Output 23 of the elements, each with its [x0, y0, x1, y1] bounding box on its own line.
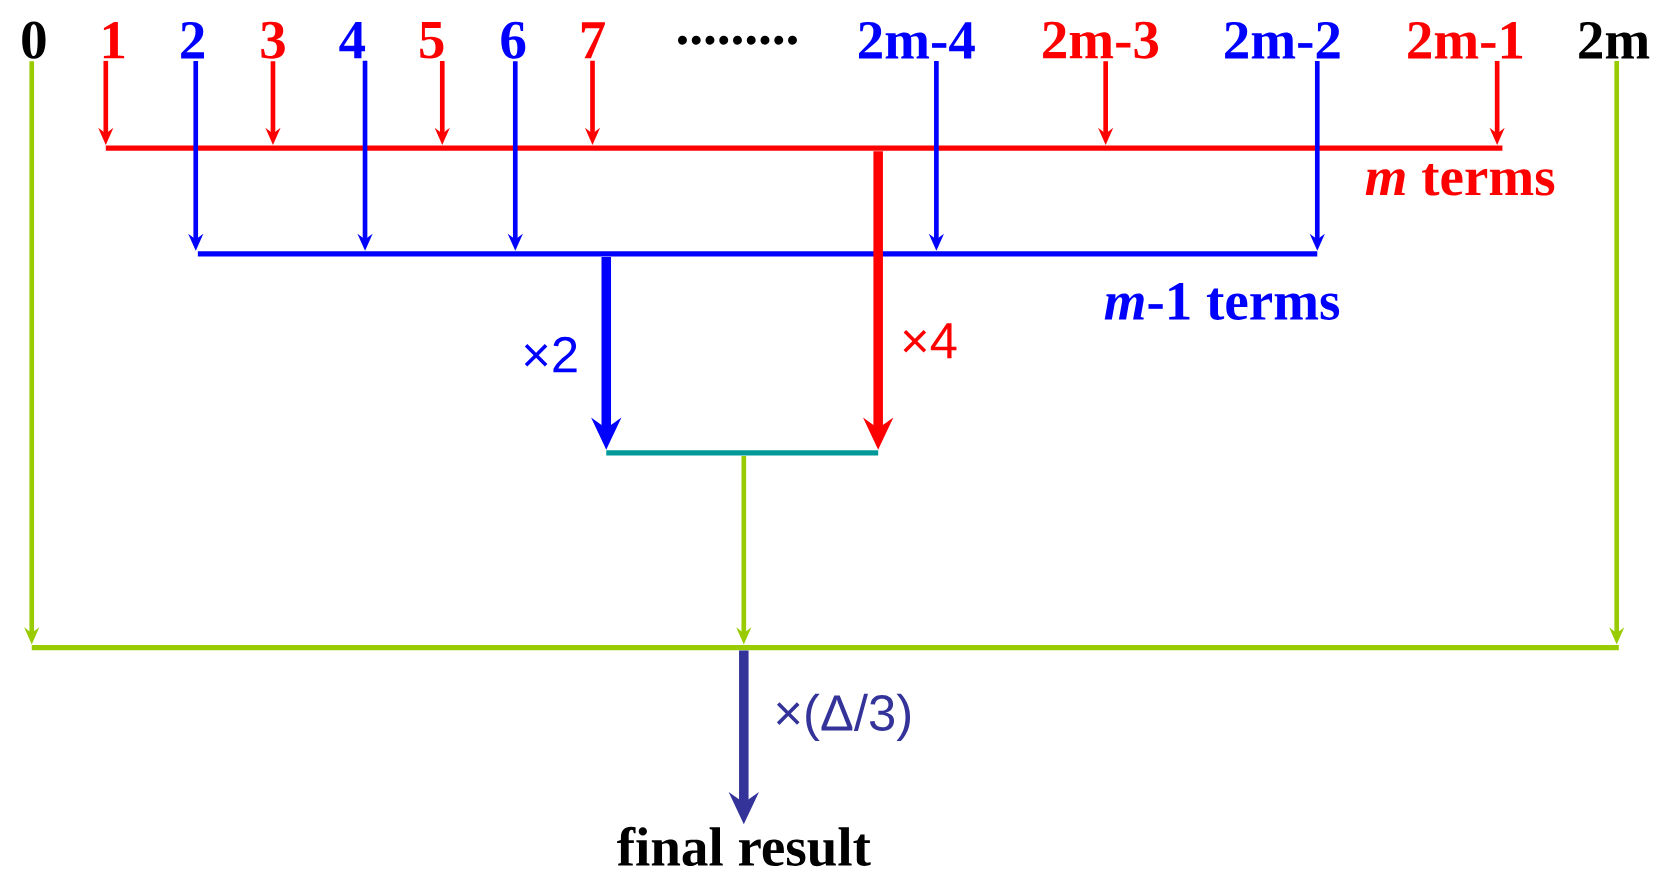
term-index: 2m-3 [1043, 21, 1159, 59]
summation-bar [606, 450, 879, 456]
term-count: m-1 terms [1104, 283, 1340, 320]
edge-label: ×4 [903, 323, 957, 359]
edge-label: ×(Δ/3) [776, 693, 910, 741]
term-index: 0 [22, 21, 46, 59]
term-index: 3 [261, 21, 285, 59]
term-index: 2m [1579, 21, 1650, 59]
summation-bar [197, 251, 1318, 257]
edge-label: ×2 [524, 336, 577, 373]
term-index: 2m-2 [1225, 21, 1340, 59]
term-index: 5 [420, 21, 444, 59]
term-index: 4 [339, 22, 366, 59]
term-index: 2 [181, 21, 204, 59]
term-index: 7 [581, 22, 605, 59]
term-index: 6 [501, 21, 526, 59]
term-index: 1 [103, 22, 125, 59]
term-count: m terms [1365, 164, 1555, 196]
term-index: 2m-1 [1408, 21, 1523, 59]
term-index: 2m-4 [859, 21, 975, 59]
ellipsis: ......... [678, 35, 797, 45]
summation-bar [105, 145, 1503, 151]
result-label: final result [617, 826, 871, 867]
